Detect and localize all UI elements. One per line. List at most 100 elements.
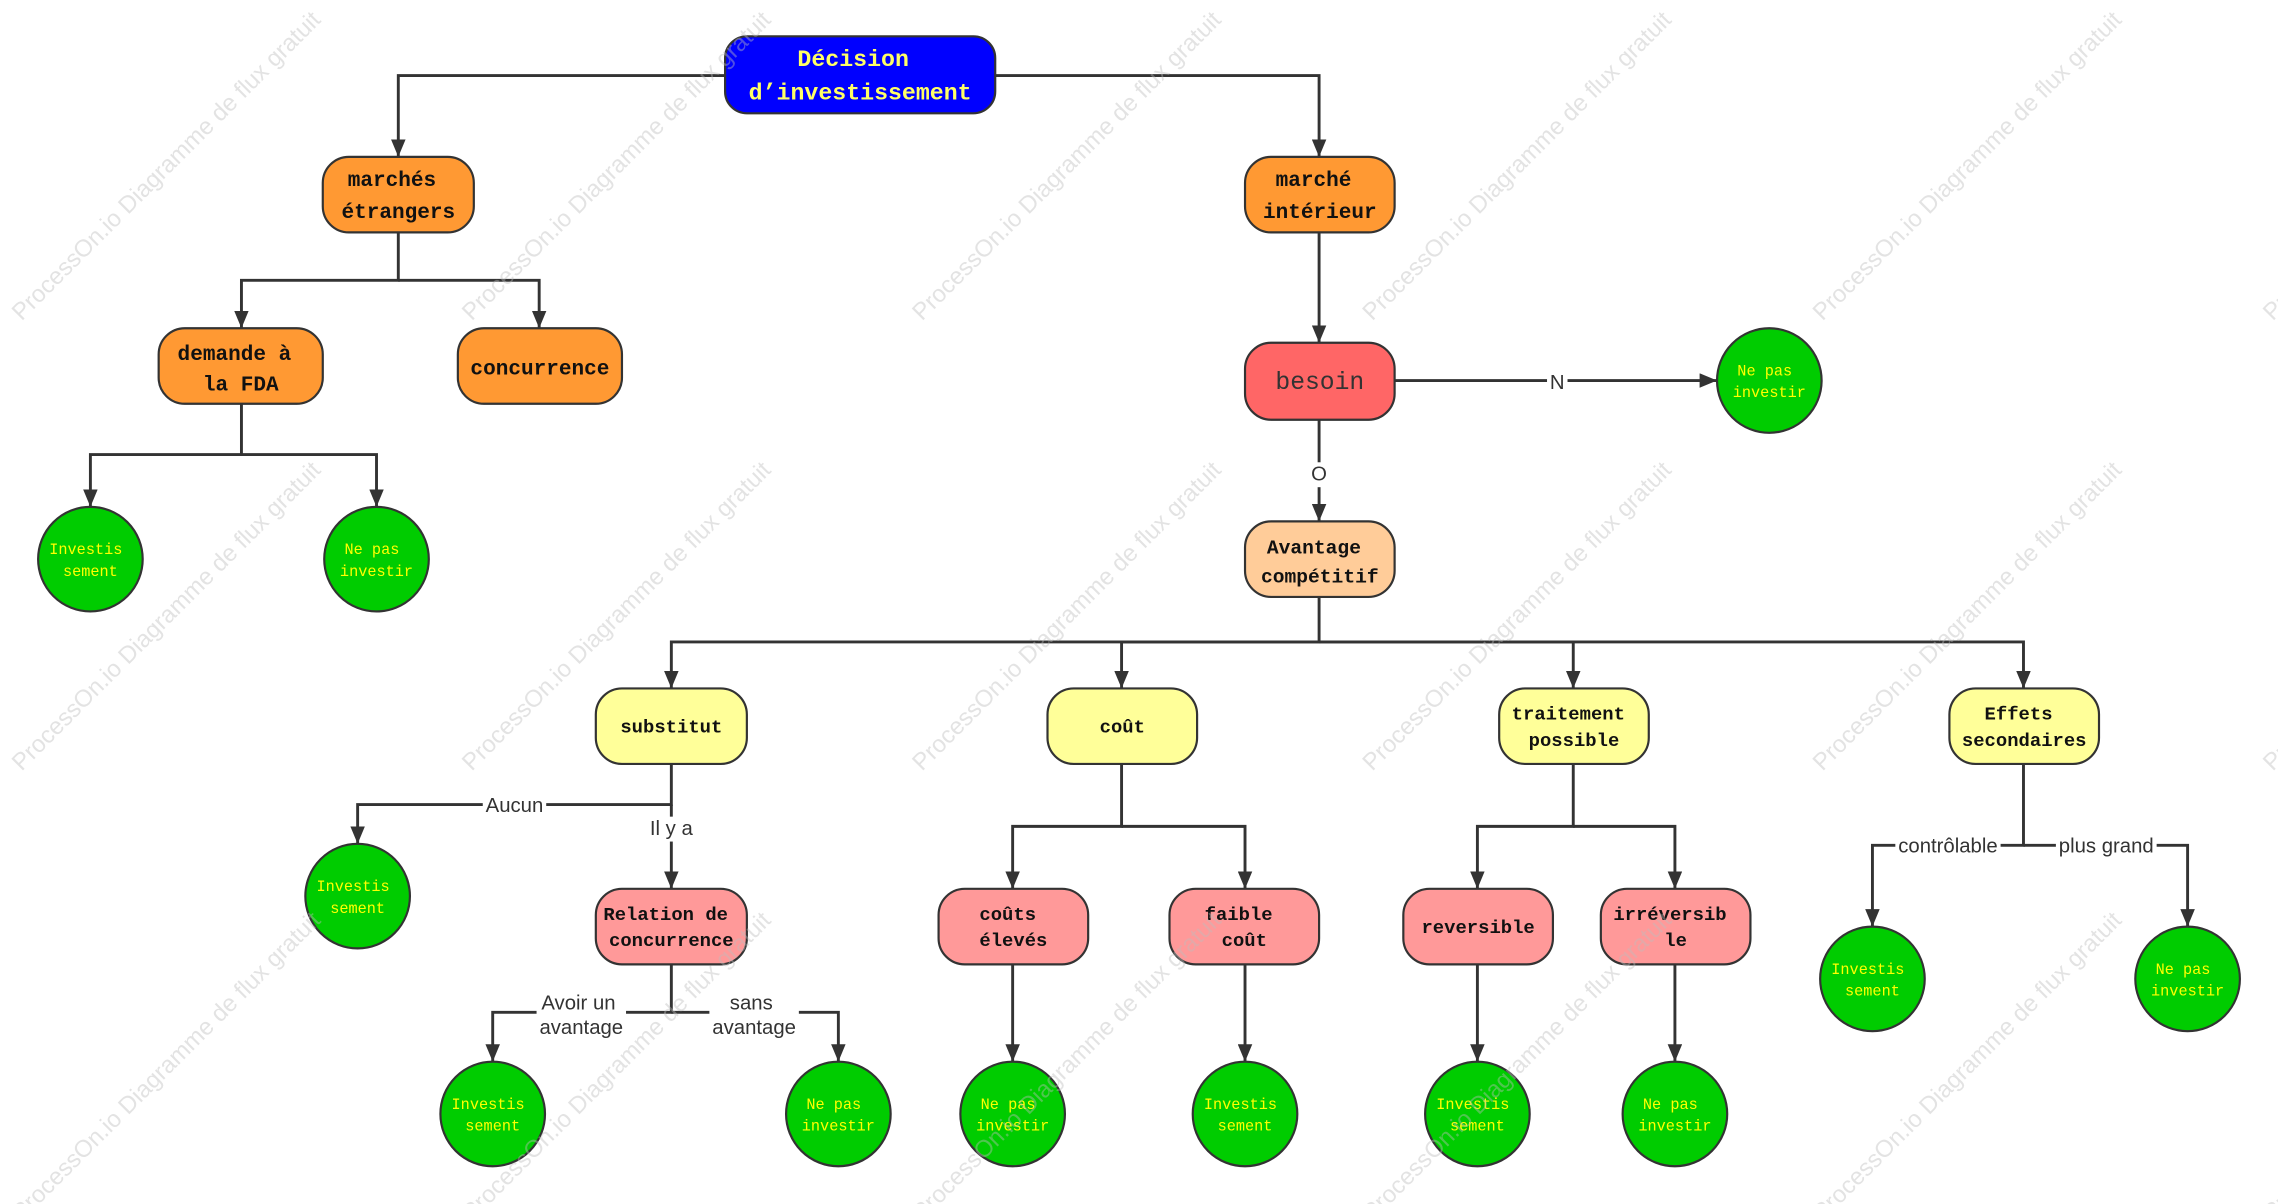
outcome-label-line: Ne pas (2156, 961, 2211, 979)
node-marche-interieur: marché intérieur (1243, 155, 1396, 234)
outcome-reversible-investir: Investis sement (1424, 1060, 1531, 1168)
node-box (321, 155, 475, 234)
outcome-label-line: investir (1733, 384, 1806, 402)
node-box (1046, 687, 1199, 766)
edge-label-bg (482, 793, 547, 819)
outcome-circle (1819, 925, 1926, 1033)
node-label-line: Relation de (603, 904, 728, 926)
watermark-text: ProcessOn.io Diagramme de flux gratuit (1808, 6, 2128, 326)
watermark-text: ProcessOn.io Diagramme de flux gratuit (2258, 907, 2278, 1204)
edge-label-bg (536, 990, 627, 1041)
outcome-label-line: sement (1218, 1118, 1273, 1136)
node-label: coûts élevés (979, 904, 1047, 952)
node-label: marché intérieur (1263, 169, 1377, 225)
watermark-text: ProcessOn.io Diagramme de flux gratuit (1357, 6, 1677, 326)
outcome-label: Ne pas investir (1733, 362, 1806, 402)
node-label-line: demande à (178, 343, 292, 367)
outcome-label-line: sement (465, 1118, 520, 1136)
node-demande-fda: demande à la FDA (157, 327, 324, 405)
edge-label-text: Avoir un avantage (539, 992, 623, 1039)
node-traitement-possible: traitement possible (1498, 687, 1650, 766)
outcome-fda-ne-pas-investir: Ne pas investir (323, 505, 430, 613)
outcome-controlable-investir: Investis sement (1819, 925, 1926, 1033)
edge-label-bg (709, 990, 799, 1041)
node-box (456, 327, 624, 405)
edge-label-sans-avantage: sans avantage (709, 990, 799, 1041)
node-label-line: coût (1100, 717, 1145, 739)
edge-cout-to-couts-eleves (1005, 763, 1124, 889)
node-label: Décision d’investissement (749, 47, 972, 106)
outcome-label-line: Ne pas (1643, 1096, 1698, 1114)
outcome-circle (1621, 1060, 1729, 1168)
edge-avantage-to-effets (1319, 640, 2031, 689)
node-label-line: la FDA (203, 374, 279, 398)
outcome-label-line: sement (63, 563, 118, 581)
outcome-substitut-investir: Investis sement (304, 842, 412, 950)
node-substitut: substitut (594, 687, 748, 766)
outcome-label-line: investir (976, 1118, 1049, 1136)
outcome-circle (2134, 925, 2241, 1033)
node-label-line: élevés (979, 930, 1047, 952)
watermark-text: ProcessOn.io Diagramme de flux gratuit (2258, 456, 2278, 776)
outcome-label-line: Investis (1436, 1096, 1509, 1114)
node-label-line: Avantage (1267, 537, 1361, 559)
node-label-line: traitement (1512, 704, 1625, 726)
node-label: coût (1100, 717, 1145, 739)
node-label-line: faible (1205, 904, 1273, 926)
node-box (1243, 341, 1396, 421)
outcome-circle (959, 1060, 1067, 1168)
node-label-line: compétitif (1261, 566, 1379, 588)
node-label: besoin (1275, 369, 1364, 397)
outcome-label-line: Ne pas (345, 541, 400, 559)
edge-label-line: sans (730, 992, 773, 1014)
outcome-label-line: Ne pas (981, 1096, 1036, 1114)
outcome-circle (1715, 327, 1823, 434)
node-label-line: marché (1276, 169, 1352, 193)
outcome-label-line: sement (1450, 1118, 1505, 1136)
edge-label-text: O (1311, 464, 1327, 486)
edge-avantage-to-substitut (664, 596, 1321, 689)
node-cout: coût (1046, 687, 1199, 766)
edge-avantage-to-traitement (1319, 640, 1581, 689)
node-concurrence: concurrence (456, 327, 624, 405)
edge-label-aucun: Aucun (482, 793, 547, 819)
edge-label-bg (646, 816, 697, 842)
node-effets-secondaires: Effets secondaires (1948, 687, 2101, 766)
outcome-label: Ne pas investir (802, 1096, 875, 1136)
node-label-line: marchés (348, 169, 436, 193)
edge-label-text: N (1550, 372, 1565, 394)
edge-label-bg (1895, 834, 2001, 859)
node-label: substitut (620, 717, 722, 739)
edge-demande-fda-to-investir (83, 403, 243, 507)
watermark-text: ProcessOn.io Diagramme de flux gratuit (2258, 6, 2278, 326)
outcome-label-line: sement (1845, 983, 1900, 1001)
outcome-label: Investis sement (1436, 1096, 1518, 1136)
outcome-label-line: Investis (1204, 1096, 1277, 1114)
node-couts-eleves: coûts élevés (937, 887, 1090, 966)
edge-label-text: plus grand (2059, 836, 2154, 858)
edge-label-bg (1308, 462, 1330, 488)
outcome-label-line: Investis (452, 1096, 525, 1114)
node-besoin: besoin (1243, 341, 1396, 421)
edge-traitement-to-reversible (1470, 763, 1575, 889)
edge-marches-etrangers-to-demande-fda (234, 232, 400, 329)
edge-label-plus-grand: plus grand (2055, 834, 2157, 859)
outcome-circle (439, 1060, 547, 1168)
node-box (723, 35, 997, 115)
node-relation-de-concurrence: Relation de concurrence (594, 887, 748, 966)
outcome-label: Investis sement (1831, 961, 1913, 1001)
node-box (1243, 155, 1396, 234)
outcome-label-line: investir (2151, 983, 2224, 1001)
node-box (1402, 887, 1555, 966)
outcome-sans-avantage-ne-pas-investir: Ne pas investir (784, 1060, 892, 1168)
outcome-avantage-investir: Investis sement (439, 1060, 547, 1168)
outcome-label-line: investir (1638, 1118, 1711, 1136)
outcome-irreversible-ne-pas-investir: Ne pas investir (1621, 1060, 1729, 1168)
node-label-line: irréversib (1613, 904, 1726, 926)
node-irreversible: irréversib le (1599, 887, 1752, 966)
node-faible-cout: faible coût (1168, 887, 1321, 966)
edge-label-text: Il y a (650, 818, 694, 840)
node-label: demande à la FDA (178, 343, 304, 397)
node-label: Effets secondaires (1962, 704, 2087, 752)
edge-avantage-to-cout (1114, 640, 1320, 689)
